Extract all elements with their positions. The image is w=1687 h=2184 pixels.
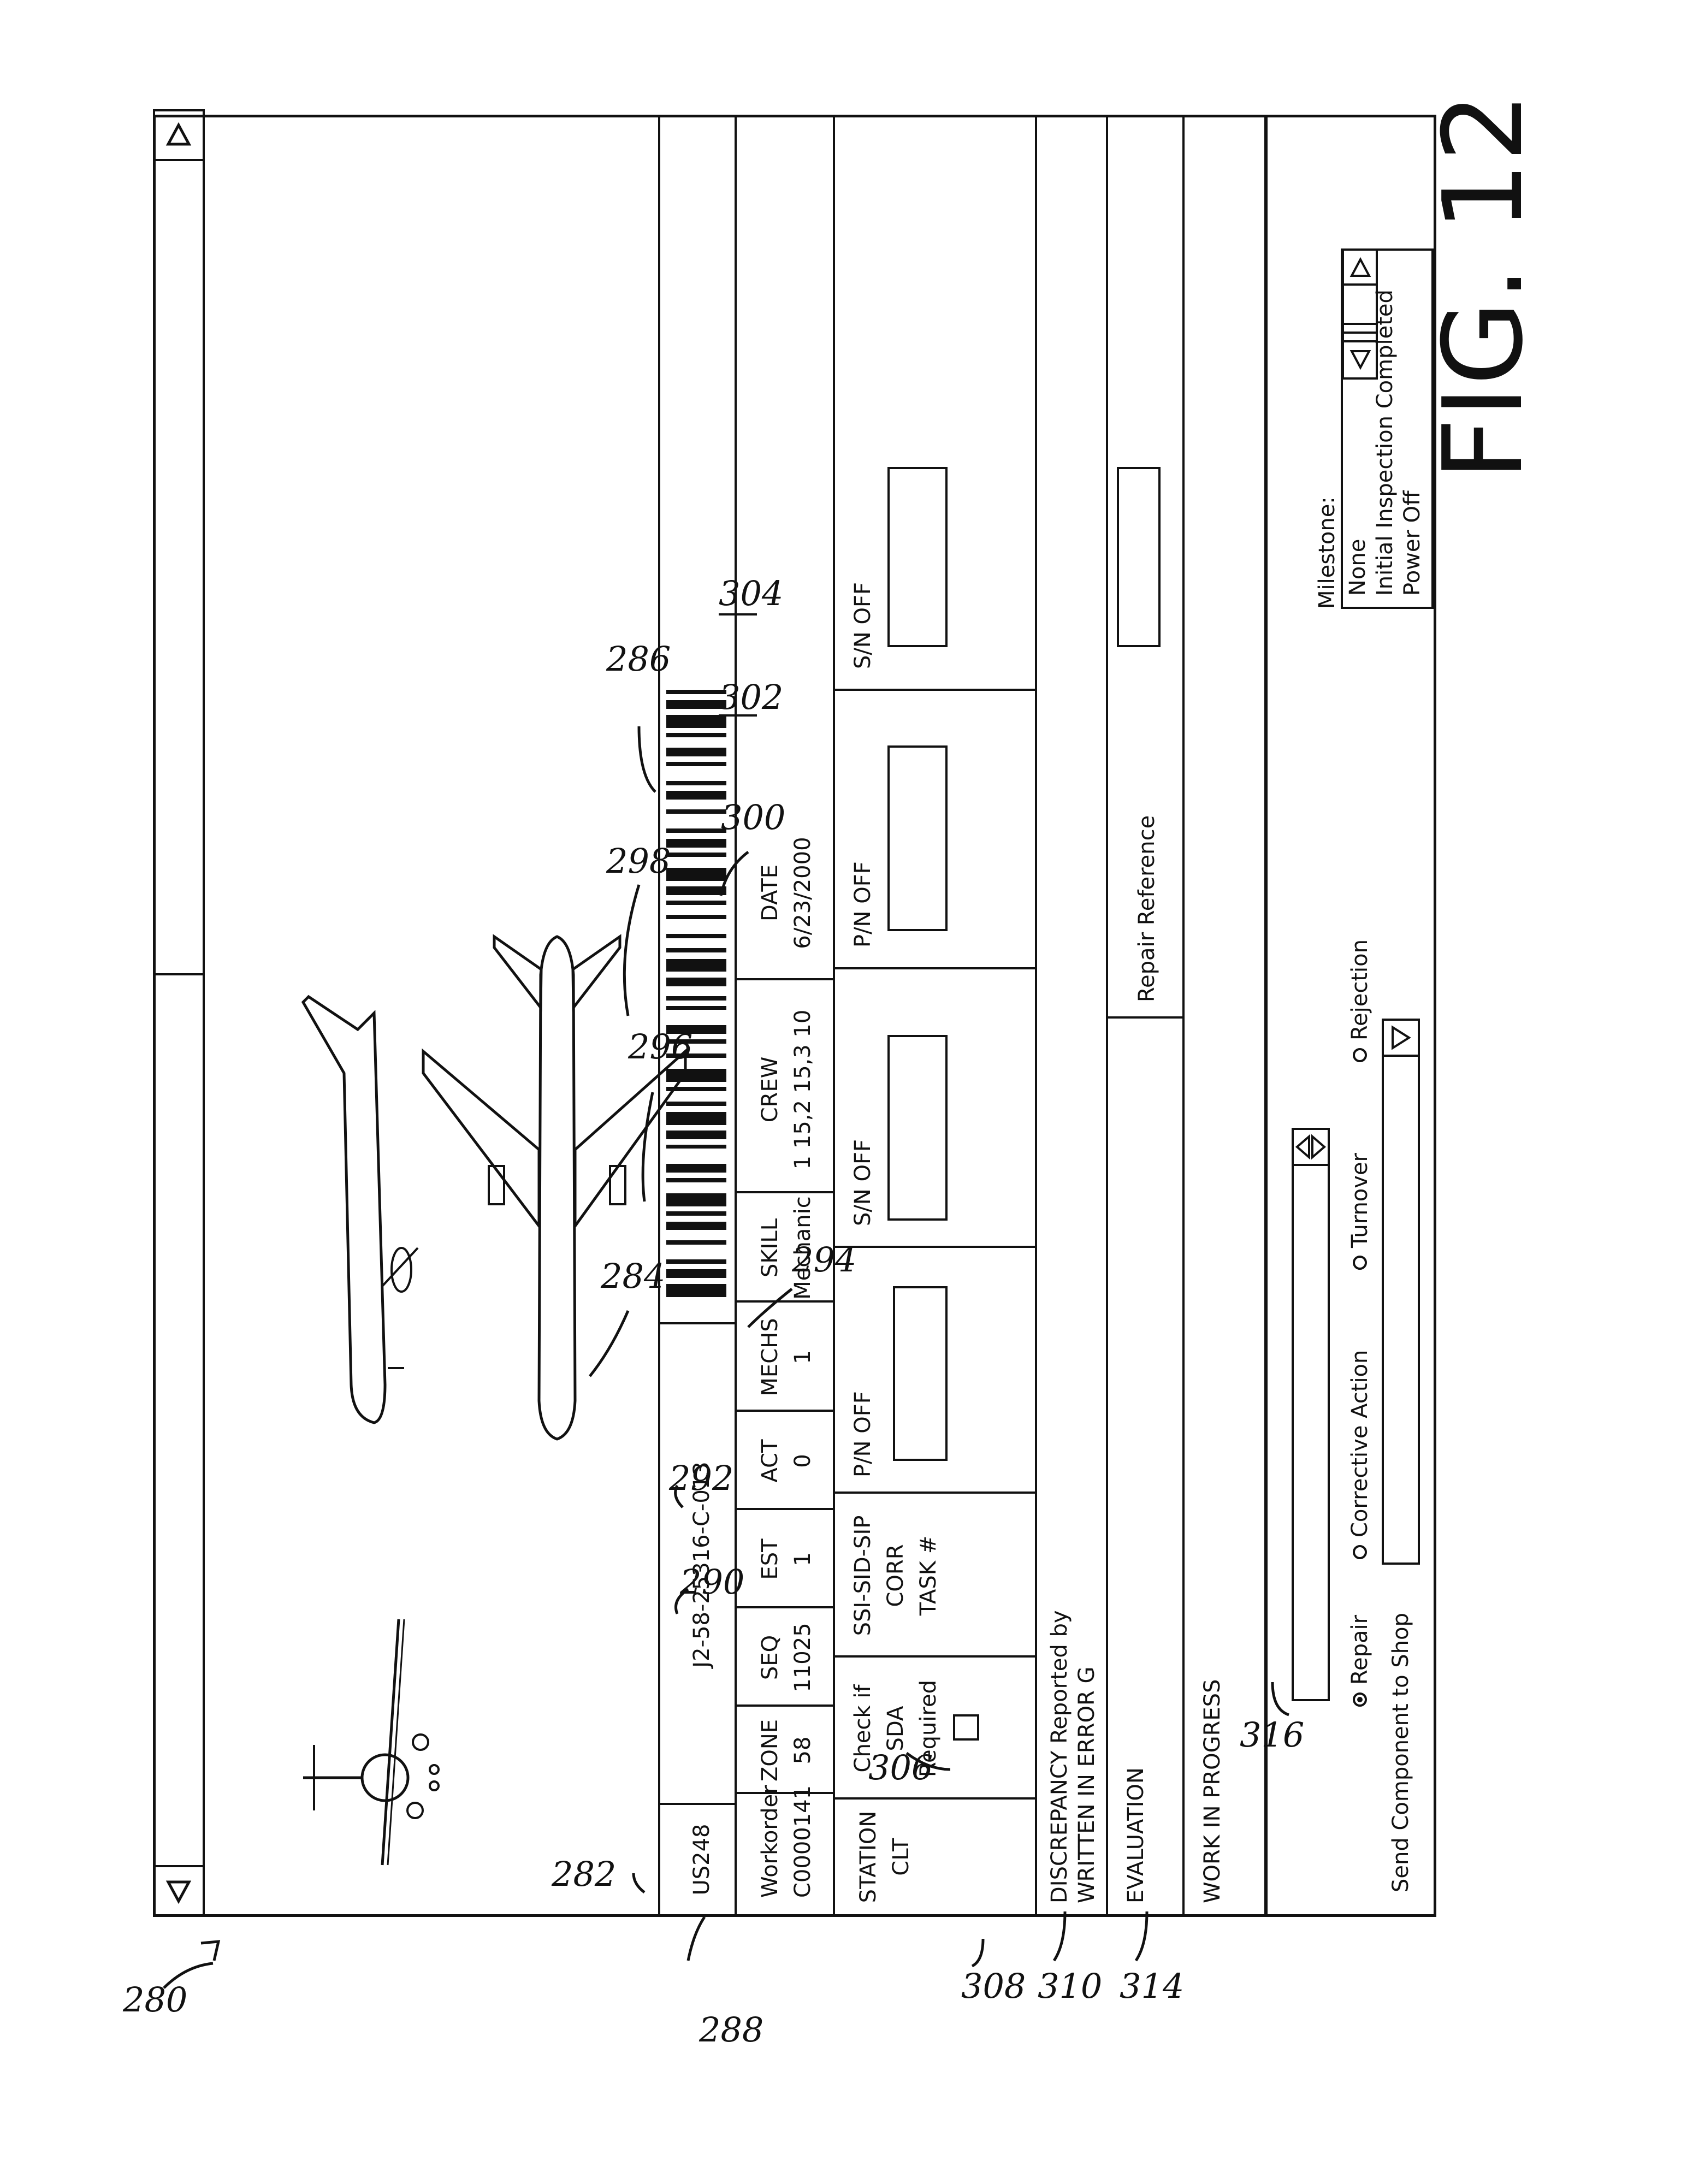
ref-290: 290	[680, 1562, 744, 1602]
ref-304: 304	[719, 573, 783, 613]
ref-280: 280	[123, 1980, 187, 2020]
ref-300: 300	[721, 797, 785, 837]
ref-288: 288	[699, 2010, 763, 2050]
ref-302: 302	[719, 677, 783, 717]
ref-296: 296	[628, 1027, 692, 1067]
ref-316: 316	[1240, 1715, 1304, 1755]
ref-284: 284	[601, 1256, 665, 1296]
ref-308: 308	[961, 1966, 1026, 2006]
ref-286: 286	[606, 639, 671, 679]
ref-310: 310	[1038, 1966, 1102, 2006]
ref-282: 282	[552, 1854, 616, 1894]
ref-306: 306	[868, 1748, 933, 1788]
ref-298: 298	[606, 841, 671, 881]
figure-label-text: FIG. 12	[1420, 92, 1547, 481]
ref-292: 292	[669, 1458, 733, 1498]
ref-294: 294	[792, 1240, 856, 1280]
ref-314: 314	[1120, 1966, 1184, 2006]
